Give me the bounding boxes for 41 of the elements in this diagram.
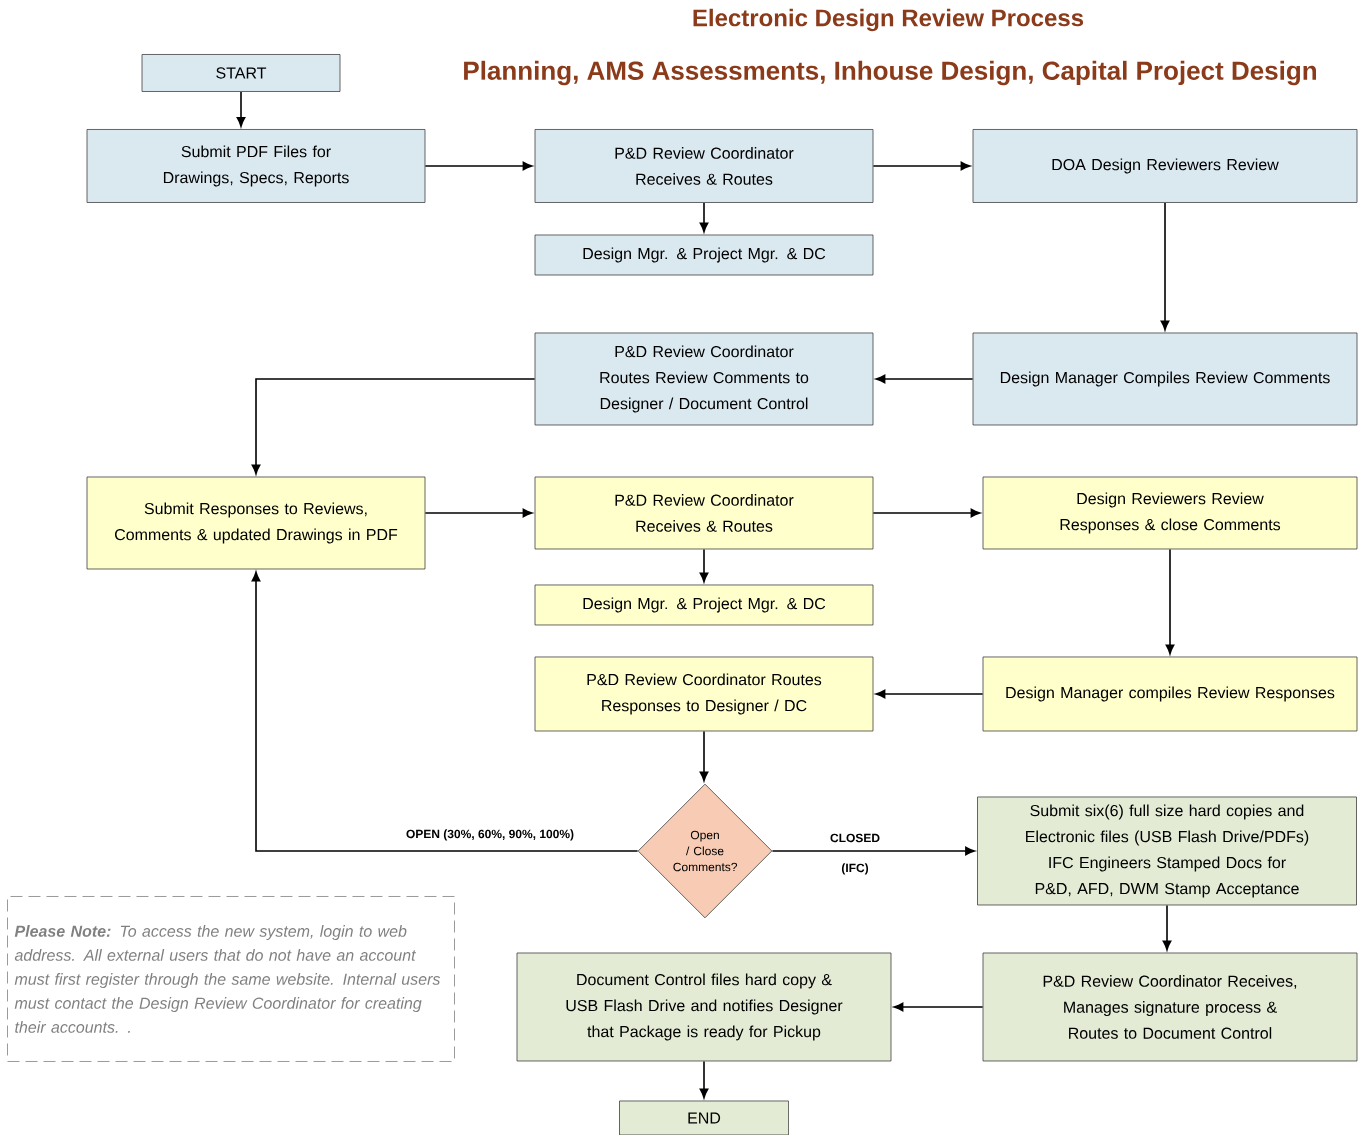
process-box: P&D Review Coordinator Routes Review Comments to Designer / Document Control (534, 332, 874, 426)
process-box: P&D Review Coordinator Receives & Routes (534, 129, 874, 203)
process-box: END (619, 1100, 789, 1135)
arrow (872, 508, 981, 518)
arrow (251, 571, 639, 852)
arrow (251, 378, 536, 475)
arrow (699, 548, 709, 583)
process-box: Submit six(6) full size hard copies and Electronic files (USB Flash Drive/PDFs) IFC Engineers Stamped Docs for P&D, AFD, DWM Stamp Acceptance (977, 796, 1357, 906)
arrow (699, 730, 709, 782)
arrow (424, 508, 533, 518)
process-box: Submit Responses to Reviews, Comments & updated Drawings in PDF (86, 476, 426, 570)
arrow (1162, 904, 1172, 951)
arrow (875, 374, 974, 384)
process-box: Design Manager Compiles Review Comments (972, 332, 1358, 426)
process-box: P&D Review Coordinator Receives, Manages signature process & Routes to Document Control (982, 952, 1358, 1062)
process-box: Submit PDF Files for Drawings, Specs, Reports (86, 129, 426, 203)
arrow (771, 846, 975, 856)
arrow (699, 202, 709, 233)
arrow (236, 91, 246, 127)
arrow (1160, 202, 1170, 331)
arrow (872, 161, 971, 171)
subtitle: Planning, AMS Assessments, Inhouse Design, Capital Project Design (464, 60, 1316, 86)
arrow (893, 1002, 984, 1012)
arrow (875, 689, 984, 699)
arrow (1165, 548, 1175, 655)
process-box: Document Control files hard copy & USB Flash Drive and notifies Designer that Package is ready for Pickup (516, 952, 892, 1062)
process-box: P&D Review Coordinator Receives & Routes (534, 476, 874, 550)
process-box: Design Reviewers Review Responses & close Comments (982, 476, 1358, 550)
process-box: START (141, 54, 341, 92)
annotation: (IFC) (841, 863, 869, 875)
process-box: P&D Review Coordinator Routes Responses to Designer / DC (534, 656, 874, 732)
edge-label: CLOSED (828, 831, 882, 845)
process-box: Design Manager compiles Review Responses (982, 656, 1358, 732)
title: Electronic Design Review Process (693, 8, 1084, 32)
process-box: Design Mgr. & Project Mgr. & DC (534, 234, 874, 276)
arrow (699, 1060, 709, 1099)
process-box: Design Mgr. & Project Mgr. & DC (534, 584, 874, 626)
edge-label: OPEN (30%, 60%, 90%, 100%) (403, 827, 577, 843)
arrow (424, 161, 533, 171)
note-box: Please Note: To access the new system, login to web address. All external users that do not have an account must first register through the same website. Internal users must contact the Design Review Coordinator for creating their accounts. . (7, 896, 455, 1062)
process-box: DOA Design Reviewers Review (972, 129, 1358, 203)
